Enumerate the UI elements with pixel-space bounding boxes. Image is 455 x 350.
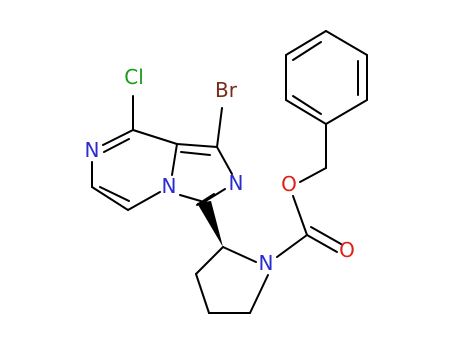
bond bbox=[276, 234, 308, 258]
bond bbox=[127, 191, 161, 211]
chlorine-atom-label: Cl bbox=[124, 65, 144, 89]
pyrazine-ring bbox=[91, 95, 178, 211]
bond bbox=[176, 143, 218, 148]
bond bbox=[203, 188, 226, 203]
bond bbox=[249, 274, 269, 314]
bond bbox=[179, 194, 205, 203]
bond bbox=[171, 143, 178, 176]
bond bbox=[216, 107, 223, 148]
bond bbox=[306, 234, 338, 253]
imidazole-ring bbox=[171, 107, 233, 206]
pyrrolidine-ring bbox=[195, 246, 269, 314]
bond bbox=[292, 95, 322, 115]
bond bbox=[91, 186, 129, 211]
bond bbox=[292, 41, 322, 61]
bond bbox=[103, 138, 130, 153]
bond bbox=[195, 273, 210, 314]
bond bbox=[299, 167, 327, 183]
benzene-ring bbox=[285, 30, 368, 125]
bond bbox=[196, 193, 215, 206]
imidazole-nitrogen-label: N bbox=[229, 171, 244, 195]
bond bbox=[310, 226, 342, 245]
bond bbox=[102, 129, 134, 146]
bond bbox=[222, 246, 257, 263]
bond bbox=[285, 99, 327, 125]
stereo-wedge-bond bbox=[197, 201, 223, 247]
bridgehead-nitrogen-label: N bbox=[162, 174, 177, 198]
pyrrolidine-nitrogen-label: N bbox=[259, 251, 274, 275]
bond bbox=[292, 195, 308, 236]
bond bbox=[132, 129, 178, 145]
bond bbox=[216, 146, 233, 175]
bond bbox=[195, 246, 224, 275]
bond bbox=[325, 99, 368, 125]
ester-oxygen-label: O bbox=[281, 172, 297, 196]
bond bbox=[325, 30, 368, 56]
bond bbox=[99, 186, 130, 202]
pyrazine-nitrogen-label: N bbox=[85, 138, 100, 162]
bond bbox=[285, 30, 327, 56]
bond bbox=[180, 151, 211, 156]
bromine-atom-label: Br bbox=[215, 78, 238, 102]
ester-linkage bbox=[276, 123, 342, 258]
carbonyl-oxygen-label: O bbox=[339, 238, 355, 262]
